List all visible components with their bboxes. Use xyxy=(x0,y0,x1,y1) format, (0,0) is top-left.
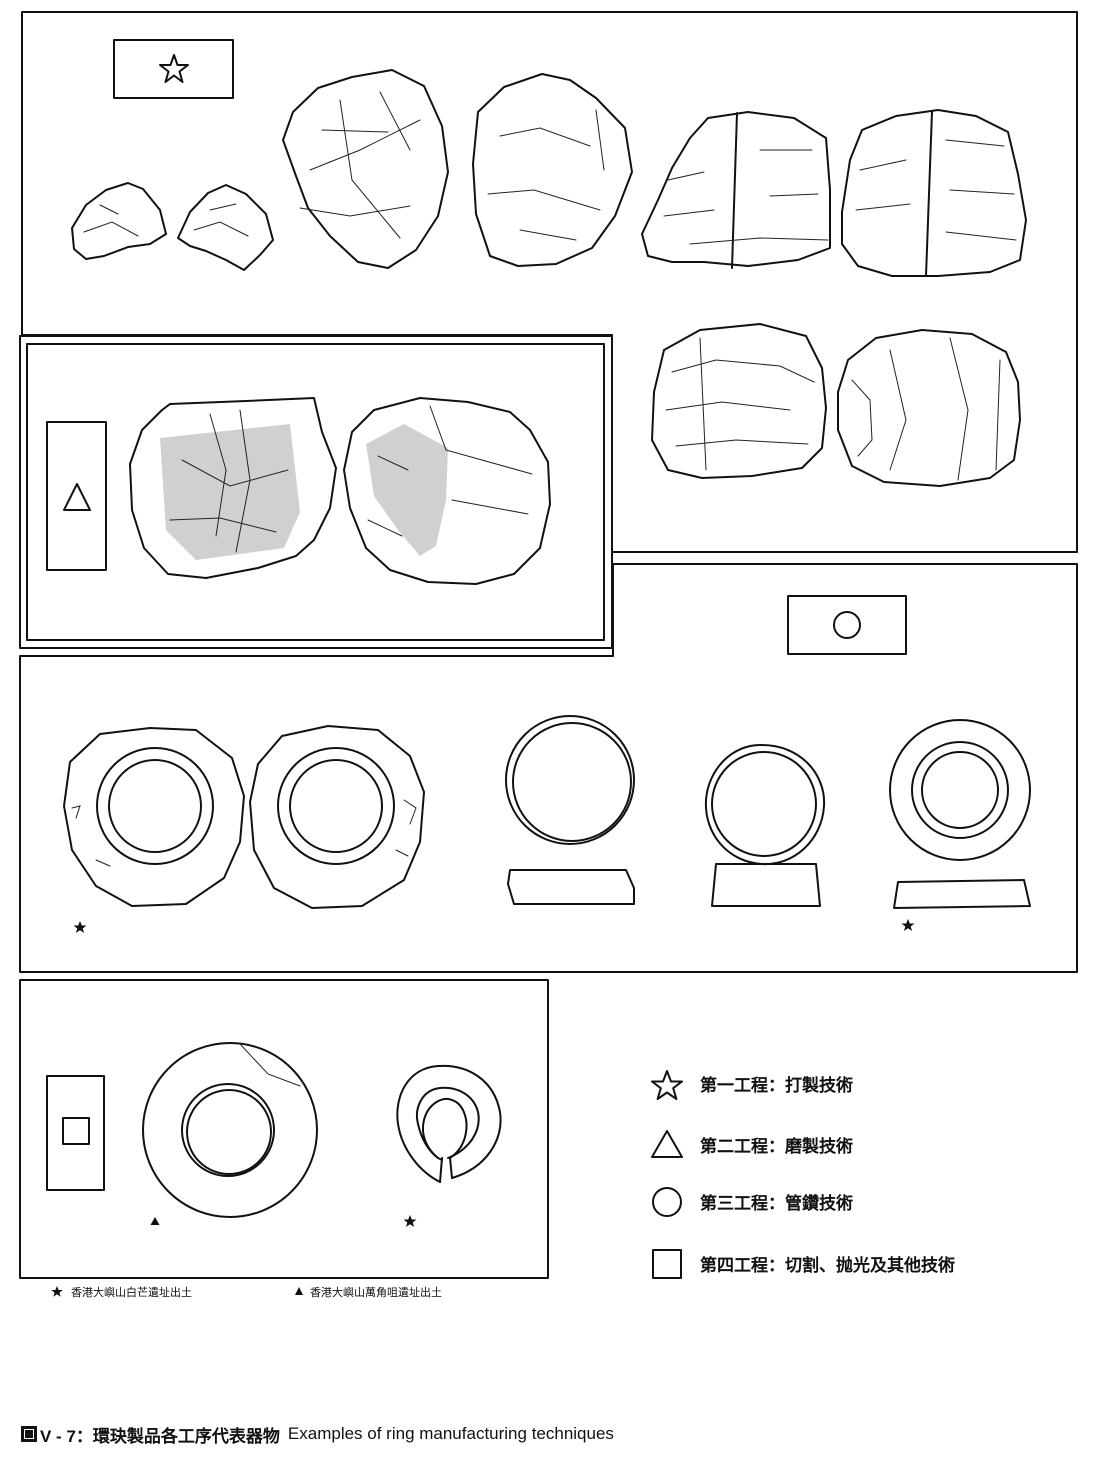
source-note-2: 香港大嶼山萬角咀遺址出土 xyxy=(310,1285,442,1299)
figure-caption-label: V - 7：環玦製品各工序代表器物 xyxy=(40,1426,280,1446)
slit-ring xyxy=(396,1064,502,1183)
stage-two-panel xyxy=(19,335,613,649)
ring-with-profile xyxy=(704,743,826,907)
filled-star-icon xyxy=(901,919,915,931)
drilled-blank xyxy=(63,727,245,907)
star-icon xyxy=(651,1070,683,1100)
stone-blank xyxy=(837,329,1021,487)
ground-blank xyxy=(343,397,551,585)
legend: 第一工程：打製技術 第二工程：磨製技術 第三工程：管鑽技術 第四工程：切割、抛光… xyxy=(651,1070,955,1279)
filled-star-icon xyxy=(51,1286,63,1297)
legend-item-3: 第三工程：管鑽技術 xyxy=(700,1193,853,1214)
square-icon xyxy=(652,1249,682,1279)
circle-icon xyxy=(833,611,861,639)
star-icon xyxy=(159,54,189,83)
square-icon xyxy=(62,1117,90,1145)
stone-flake xyxy=(71,182,167,260)
stone-core xyxy=(282,69,449,269)
ground-blank xyxy=(129,397,337,579)
figure-icon xyxy=(21,1426,37,1442)
figure-caption: V - 7：環玦製品各工序代表器物 Examples of ring manuf… xyxy=(21,1420,781,1448)
stage-three-panel xyxy=(19,563,1078,973)
source-note-1: 香港大嶼山白芒遺址出土 xyxy=(71,1285,192,1299)
source-notes: 香港大嶼山白芒遺址出土 香港大嶼山萬角咀遺址出土 xyxy=(51,1285,442,1299)
stage-four-panel xyxy=(19,979,549,1279)
legend-item-4: 第四工程：切割、抛光及其他技術 xyxy=(700,1255,955,1276)
stone-flake xyxy=(177,184,274,271)
ring-with-profile xyxy=(505,715,635,905)
triangle-icon xyxy=(63,483,91,511)
drilled-blank xyxy=(249,725,425,909)
finished-ring xyxy=(142,1042,318,1218)
legend-item-2: 第二工程：磨製技術 xyxy=(700,1136,853,1157)
circle-icon xyxy=(652,1187,682,1217)
legend-item-1: 第一工程：打製技術 xyxy=(700,1075,853,1096)
filled-star-icon xyxy=(73,921,87,933)
filled-star-icon xyxy=(403,1215,417,1227)
triangle-icon xyxy=(651,1130,683,1158)
stone-core xyxy=(641,111,831,267)
stone-core xyxy=(841,109,1027,277)
figure-caption-english: Examples of ring manufacturing technique… xyxy=(287,1424,614,1443)
stone-blank xyxy=(651,323,827,479)
filled-triangle-icon xyxy=(150,1217,160,1225)
filled-triangle-icon xyxy=(295,1287,303,1295)
stone-core xyxy=(472,73,633,267)
ring-with-profile xyxy=(889,719,1031,909)
